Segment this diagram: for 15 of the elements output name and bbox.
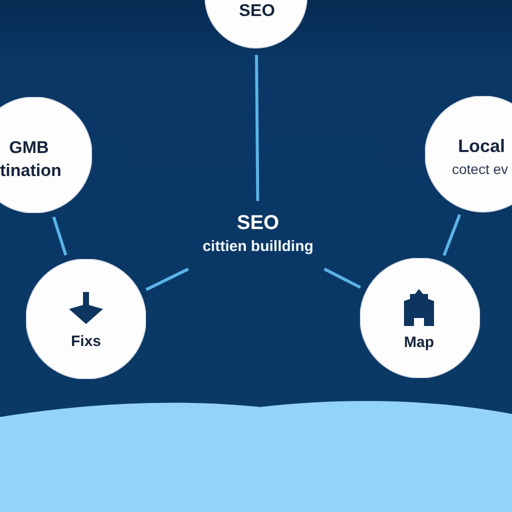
heading-text: Fixs xyxy=(71,333,101,350)
heading-text: Map xyxy=(404,334,434,352)
connector-line xyxy=(324,268,362,289)
label-text: cotect ev xyxy=(452,161,508,178)
label-text: tination xyxy=(0,161,62,181)
connector-line xyxy=(52,216,68,256)
heading-text: Local xyxy=(458,136,506,157)
heading-text: SEO xyxy=(239,1,275,21)
label-text: cittien buillding xyxy=(202,238,314,256)
heading-text: SEO xyxy=(236,212,280,235)
heading-text: GMB xyxy=(9,138,49,158)
connector-line xyxy=(442,214,462,256)
wave-band xyxy=(0,398,512,512)
connector-line xyxy=(254,54,260,202)
connector-line xyxy=(146,268,190,291)
